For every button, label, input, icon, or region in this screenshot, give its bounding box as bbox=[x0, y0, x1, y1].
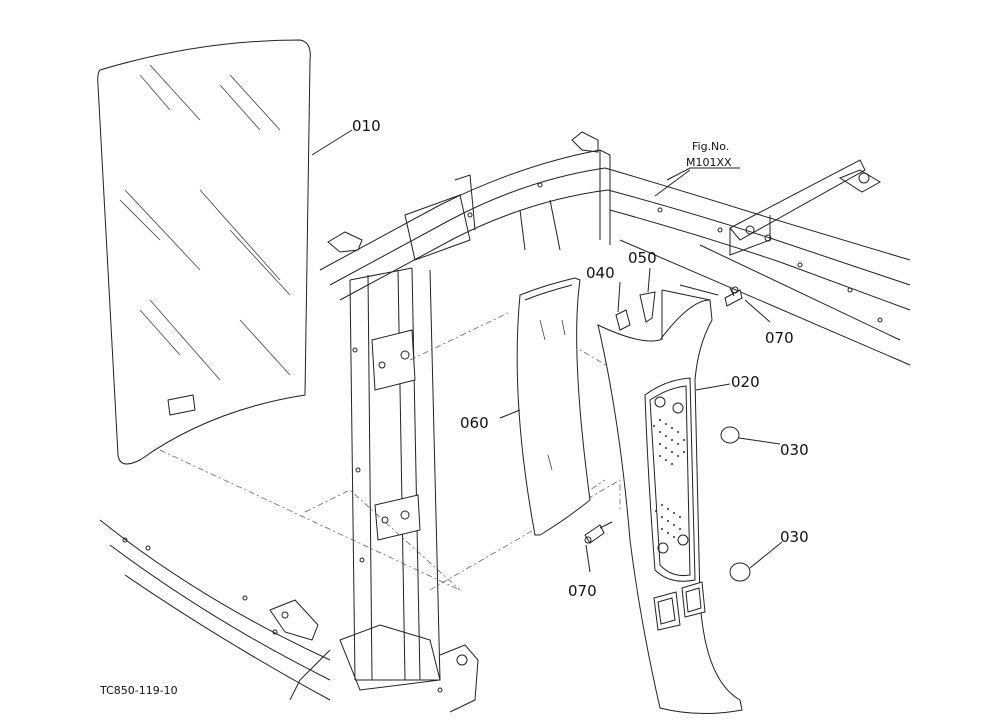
leader-lines bbox=[311, 129, 783, 573]
pillar-trim-020 bbox=[597, 284, 743, 715]
floor-frame bbox=[99, 519, 331, 701]
callout-040: 040 bbox=[586, 264, 615, 282]
clip-040 bbox=[615, 309, 631, 331]
figure-ref-number: M101XX bbox=[686, 156, 732, 169]
glass-panel-010 bbox=[97, 39, 311, 465]
callout-030-a: 030 bbox=[780, 441, 809, 459]
callout-030-b: 030 bbox=[780, 528, 809, 546]
callout-020: 020 bbox=[731, 373, 760, 391]
roof-frame bbox=[319, 131, 911, 366]
speaker-grille-lower bbox=[655, 504, 681, 538]
screw-070-a bbox=[724, 286, 743, 307]
cap-030-b bbox=[729, 562, 751, 582]
callout-050: 050 bbox=[628, 249, 657, 267]
pillar-post bbox=[289, 267, 479, 713]
screw-070-b bbox=[584, 521, 613, 544]
trim-strip-060 bbox=[516, 277, 591, 536]
clip-050 bbox=[639, 291, 656, 323]
drawing-code: TC850-119-10 bbox=[99, 684, 178, 697]
speaker-grille-upper bbox=[653, 419, 685, 465]
cap-030-a bbox=[720, 426, 740, 444]
callout-010: 010 bbox=[352, 117, 381, 135]
callout-060: 060 bbox=[460, 414, 489, 432]
callout-070-a: 070 bbox=[765, 329, 794, 347]
figure-ref-label: Fig.No. bbox=[692, 140, 729, 153]
callout-070-b: 070 bbox=[568, 582, 597, 600]
